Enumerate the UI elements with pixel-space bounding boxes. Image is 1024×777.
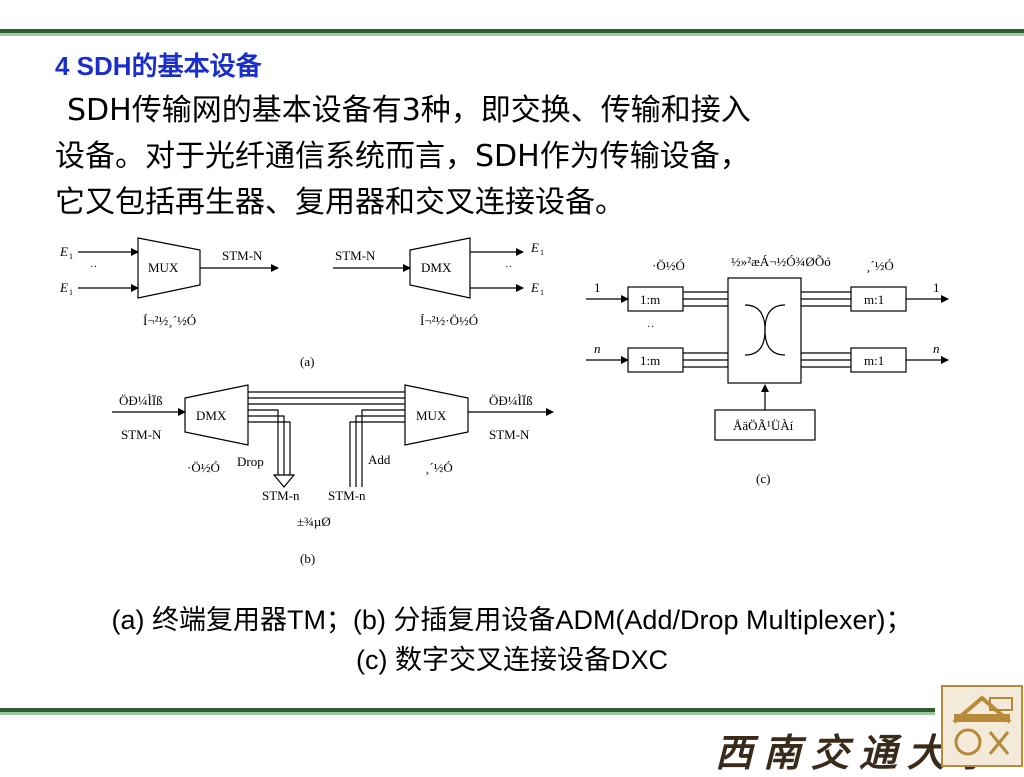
svg-text:STM-N: STM-N (489, 427, 530, 442)
svg-text:1: 1 (540, 288, 544, 297)
diagram-a-dmx: STM-N DMX ·· E 1 E 1 Í¬²½·Ö½Ó (333, 237, 544, 328)
figure-caption-line-1: (a) 终端复用器TM；(b) 分插复用设备ADM(Add/Drop Multi… (111, 605, 913, 635)
svg-text:·Ö½Ó: ·Ö½Ó (652, 258, 685, 273)
svg-text:½»²æÁ¬½Ó¾ØÕó: ½»²æÁ¬½Ó¾ØÕó (731, 254, 831, 269)
svg-text:MUX: MUX (416, 408, 447, 423)
svg-text:Drop: Drop (237, 454, 264, 469)
diagram-c-dxc: ·Ö½Ó ½»²æÁ¬½Ó¾ØÕó ¸´½Ó 1 1:m ·· n 1:m m:… (586, 254, 949, 441)
svg-text:¸´½Ó: ¸´½Ó (425, 460, 453, 475)
svg-text:DMX: DMX (196, 408, 227, 423)
svg-text:n: n (933, 341, 940, 356)
svg-text:STM-n: STM-n (328, 488, 366, 503)
university-emblem-icon (941, 685, 1023, 767)
caption-b: (b) (300, 551, 315, 566)
svg-text:ÖÐ¼ÌÏß: ÖÐ¼ÌÏß (119, 393, 163, 408)
svg-text:1: 1 (594, 280, 601, 295)
svg-text:1: 1 (933, 280, 940, 295)
slide-heading: 4 SDH的基本设备 (55, 51, 262, 81)
bottom-bar-dark (0, 708, 935, 712)
svg-text:¸´½Ó: ¸´½Ó (866, 258, 894, 273)
svg-text:1: 1 (540, 248, 544, 257)
figure-caption-line-2: (c) 数字交叉连接设备DXC (356, 645, 668, 675)
top-bar-light (0, 33, 1024, 36)
svg-text:Í¬²½·Ö½Ó: Í¬²½·Ö½Ó (420, 313, 478, 328)
top-bar-dark (0, 29, 1024, 33)
caption-a: (a) (300, 354, 314, 369)
svg-text:STM-N: STM-N (222, 248, 263, 263)
svg-text:n: n (594, 341, 601, 356)
svg-text:··: ·· (505, 261, 512, 273)
paragraph-line-1: SDH传输网的基本设备有3种，即交换、传输和接入 (67, 93, 751, 128)
svg-text:Add: Add (368, 452, 391, 467)
caption-c: (c) (756, 471, 770, 486)
body-paragraph: SDH传输网的基本设备有3种，即交换、传输和接入 设备。对于光纤通信系统而言，S… (55, 88, 985, 226)
svg-text:1: 1 (69, 252, 73, 261)
paragraph-line-2: 设备。对于光纤通信系统而言，SDH作为传输设备， (55, 139, 750, 174)
svg-text:ÅäÖÃ¹ÜÀí: ÅäÖÃ¹ÜÀí (733, 418, 794, 433)
svg-text:··: ·· (90, 261, 97, 273)
bottom-bar-light (0, 712, 935, 715)
svg-text:STM-N: STM-N (335, 248, 376, 263)
svg-text:··: ·· (647, 321, 654, 333)
svg-text:m:1: m:1 (864, 292, 884, 307)
svg-text:1:m: 1:m (640, 292, 660, 307)
svg-text:·Ö½Ó: ·Ö½Ó (187, 460, 220, 475)
mux-box-label: MUX (148, 260, 179, 275)
svg-text:±¾µØ: ±¾µØ (297, 514, 331, 529)
svg-text:Í¬²½¸´½Ó: Í¬²½¸´½Ó (143, 313, 196, 328)
svg-text:STM-n: STM-n (262, 488, 300, 503)
svg-text:1: 1 (69, 288, 73, 297)
svg-text:E: E (59, 280, 68, 295)
diagram-a-mux: E 1 E 1 ·· MUX STM-N Í¬²½¸´½Ó (59, 237, 279, 328)
paragraph-line-3: 它又包括再生器、复用器和交叉连接设备。 (55, 185, 625, 220)
svg-text:E: E (530, 280, 539, 295)
svg-text:E: E (530, 240, 539, 255)
svg-text:ÖÐ¼ÌÏß: ÖÐ¼ÌÏß (489, 393, 533, 408)
dmx-box-label: DMX (421, 260, 452, 275)
svg-text:1:m: 1:m (640, 353, 660, 368)
diagram-b-adm: ÖÐ¼ÌÏß STM-N DMX Drop Add MUX ÖÐ¼ÌÏß STM… (112, 384, 554, 529)
svg-text:STM-N: STM-N (121, 427, 162, 442)
svg-text:E: E (59, 244, 68, 259)
svg-text:m:1: m:1 (864, 353, 884, 368)
